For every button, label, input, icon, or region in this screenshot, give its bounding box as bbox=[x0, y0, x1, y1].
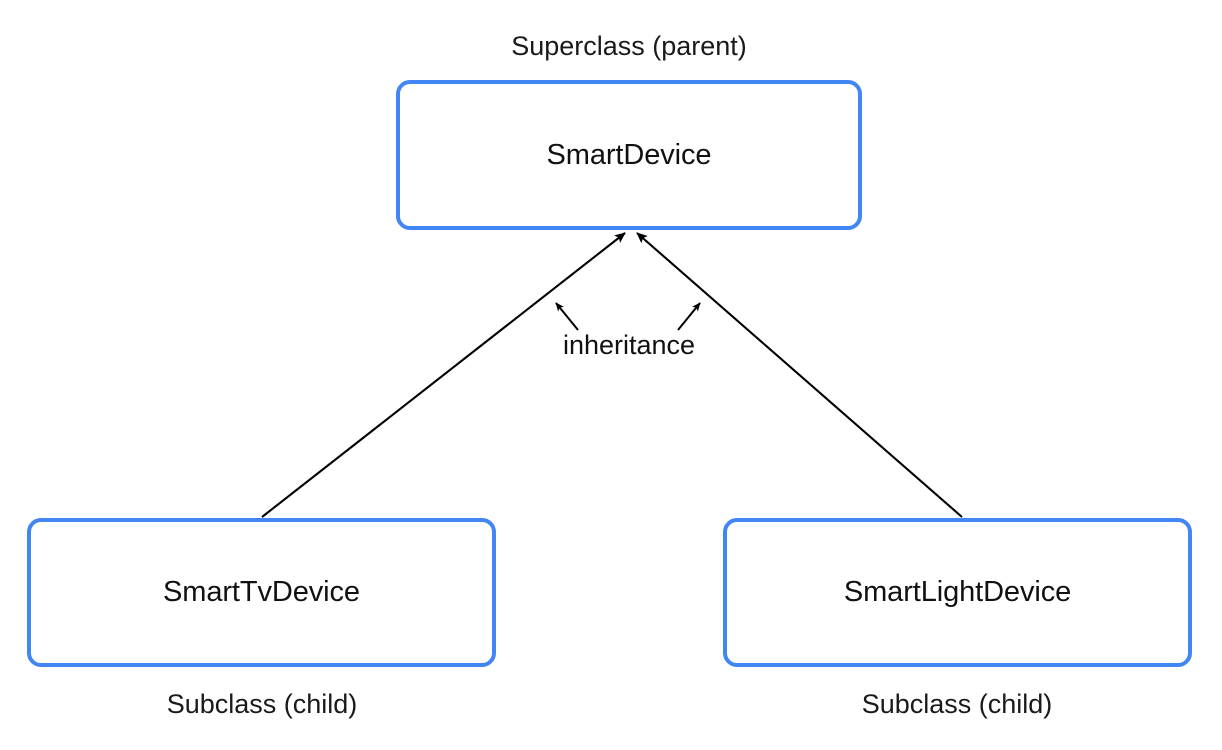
class-box-smartdevice[interactable]: SmartDevice bbox=[396, 80, 862, 230]
class-box-smartlightdevice[interactable]: SmartLightDevice bbox=[723, 518, 1192, 667]
subclass-caption-smartlightdevice: Subclass (child) bbox=[861, 689, 1053, 719]
label-pointer-left bbox=[555, 302, 579, 331]
class-name-smartdevice: SmartDevice bbox=[546, 138, 712, 171]
subclass-caption-smarttvdevice: Subclass (child) bbox=[166, 689, 358, 719]
edge-smartlightdevice-to-smartdevice bbox=[636, 232, 963, 518]
edge-smarttvdevice-to-smartdevice bbox=[261, 232, 626, 518]
class-box-smarttvdevice[interactable]: SmartTvDevice bbox=[27, 518, 496, 667]
class-name-smarttvdevice: SmartTvDevice bbox=[163, 576, 360, 608]
inheritance-label: inheritance bbox=[562, 330, 696, 360]
class-name-smartlightdevice: SmartLightDevice bbox=[843, 576, 1072, 608]
label-pointer-right bbox=[677, 302, 701, 331]
superclass-caption: Superclass (parent) bbox=[511, 31, 747, 61]
